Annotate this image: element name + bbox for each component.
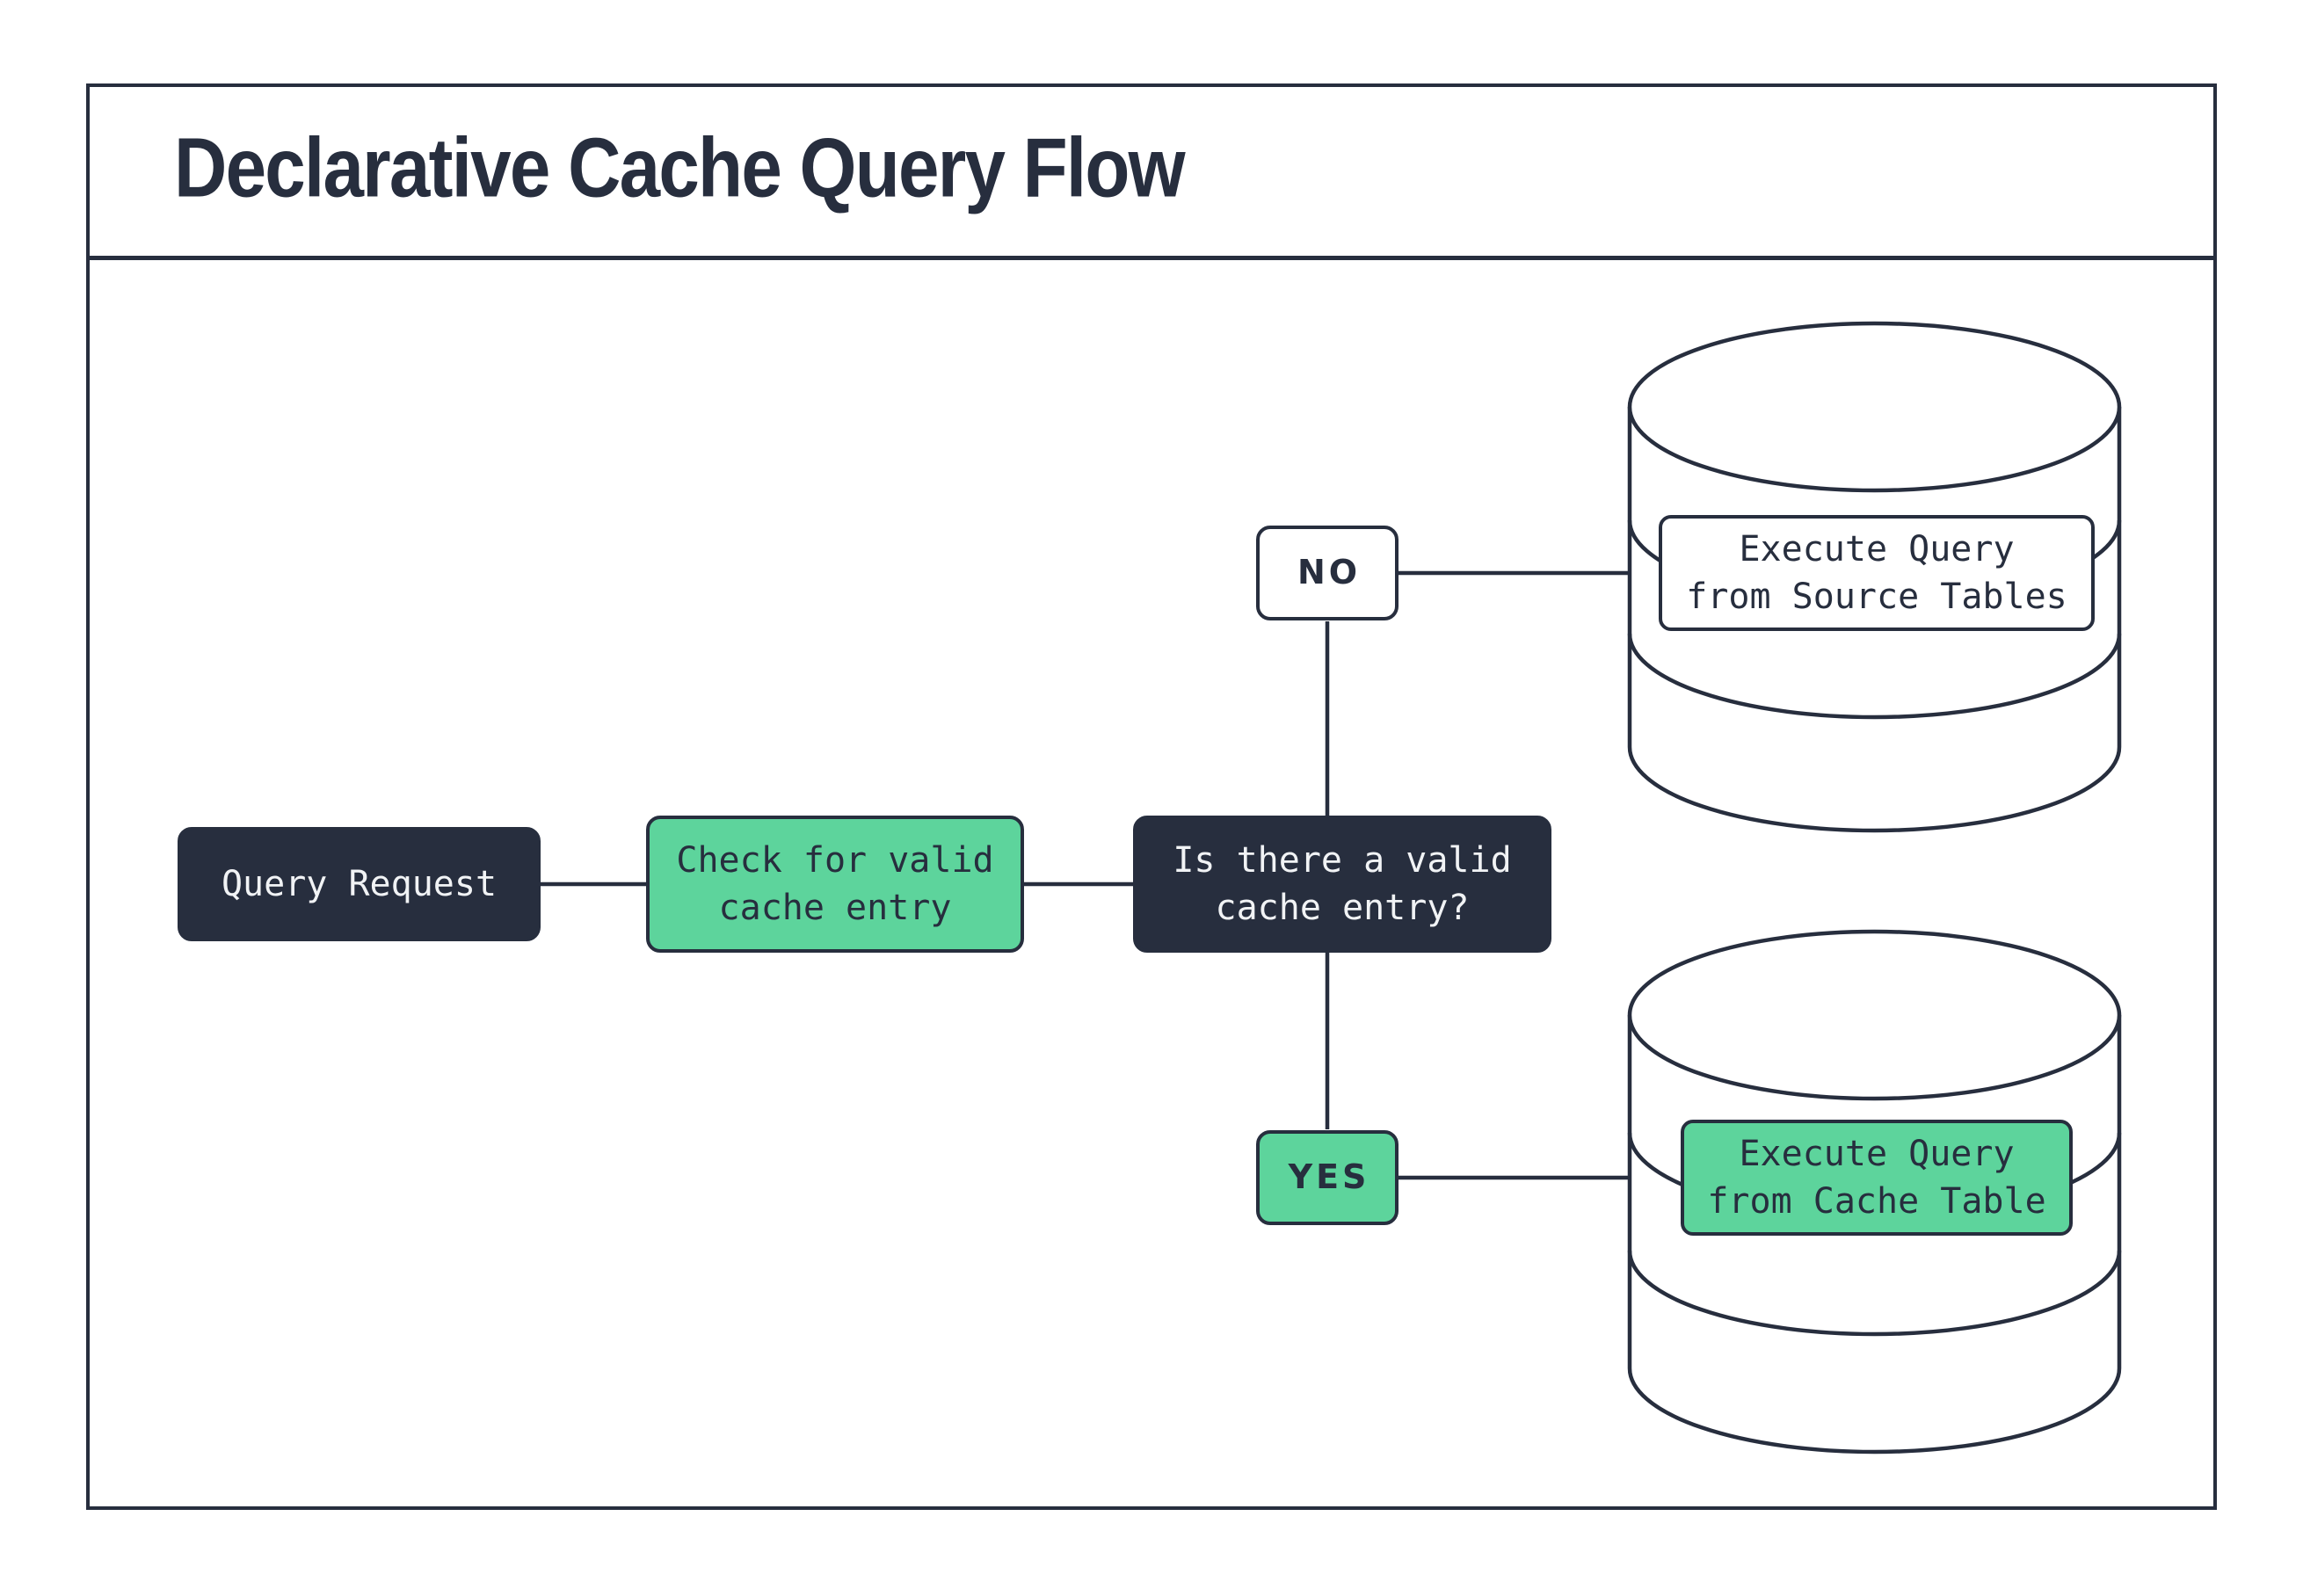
page-title: Declarative Cache Query Flow — [174, 120, 1186, 215]
node-label-line: from Cache Table — [1707, 1181, 2046, 1222]
node-label-line: from Source Tables — [1686, 577, 2067, 617]
node-execute-source-tables: Execute Query from Source Tables — [1659, 515, 2095, 631]
node-label: Query Request — [221, 864, 498, 904]
node-label-line: Is there a valid — [1173, 840, 1512, 881]
branch-no-text: NO — [1297, 553, 1362, 592]
node-label-line: cache entry? — [1215, 888, 1470, 928]
node-label-line: Execute Query — [1739, 529, 2015, 569]
node-label-line: Execute Query — [1739, 1134, 2015, 1174]
node-check-cache: Check for valid cache entry — [646, 816, 1024, 953]
node-label-line: cache entry — [718, 888, 952, 928]
node-label-line: Check for valid — [676, 840, 994, 881]
title-bar — [86, 83, 2217, 260]
branch-label-no: NO — [1256, 526, 1399, 620]
node-query-request: Query Request — [178, 827, 541, 941]
branch-yes-text: YES — [1288, 1157, 1370, 1197]
branch-label-yes: YES — [1256, 1130, 1399, 1225]
node-execute-cache-table: Execute Query from Cache Table — [1681, 1120, 2073, 1236]
node-decision-valid-cache: Is there a valid cache entry? — [1133, 816, 1551, 953]
